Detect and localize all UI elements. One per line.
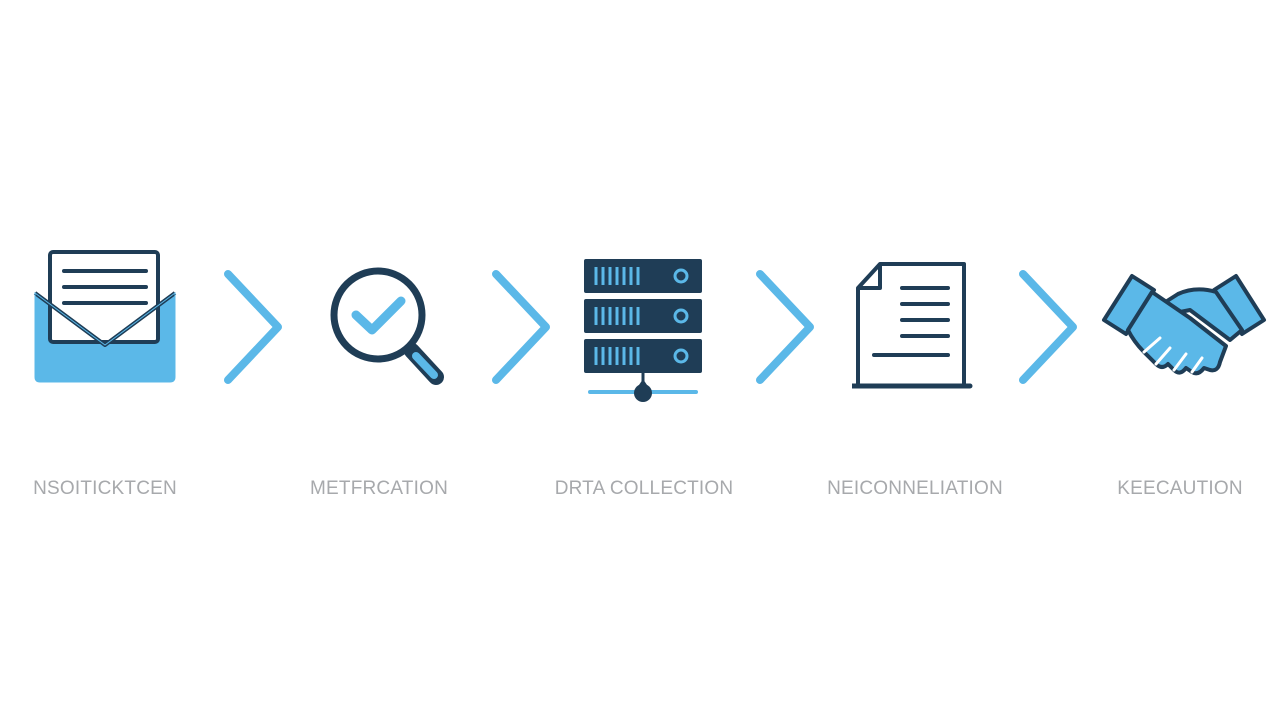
chevron-right-icon xyxy=(1015,268,1085,386)
envelope-document-icon xyxy=(30,245,180,385)
step-label-3: DRTA COLLECTION xyxy=(554,478,734,499)
step-label-5: KEECAUTION xyxy=(1117,478,1243,499)
handshake-icon xyxy=(1098,268,1270,388)
server-stack-icon xyxy=(580,255,710,405)
step-label-2: METFRCATION xyxy=(309,478,448,499)
chevron-right-icon xyxy=(488,268,558,386)
chevron-right-icon xyxy=(752,268,822,386)
magnifier-check-icon xyxy=(328,265,453,395)
document-icon xyxy=(852,258,977,393)
chevron-right-icon xyxy=(220,268,290,386)
step-label-4: NEICONNELIATION xyxy=(827,478,1003,499)
step-label-1: NSOITICKTCEN xyxy=(33,478,177,499)
